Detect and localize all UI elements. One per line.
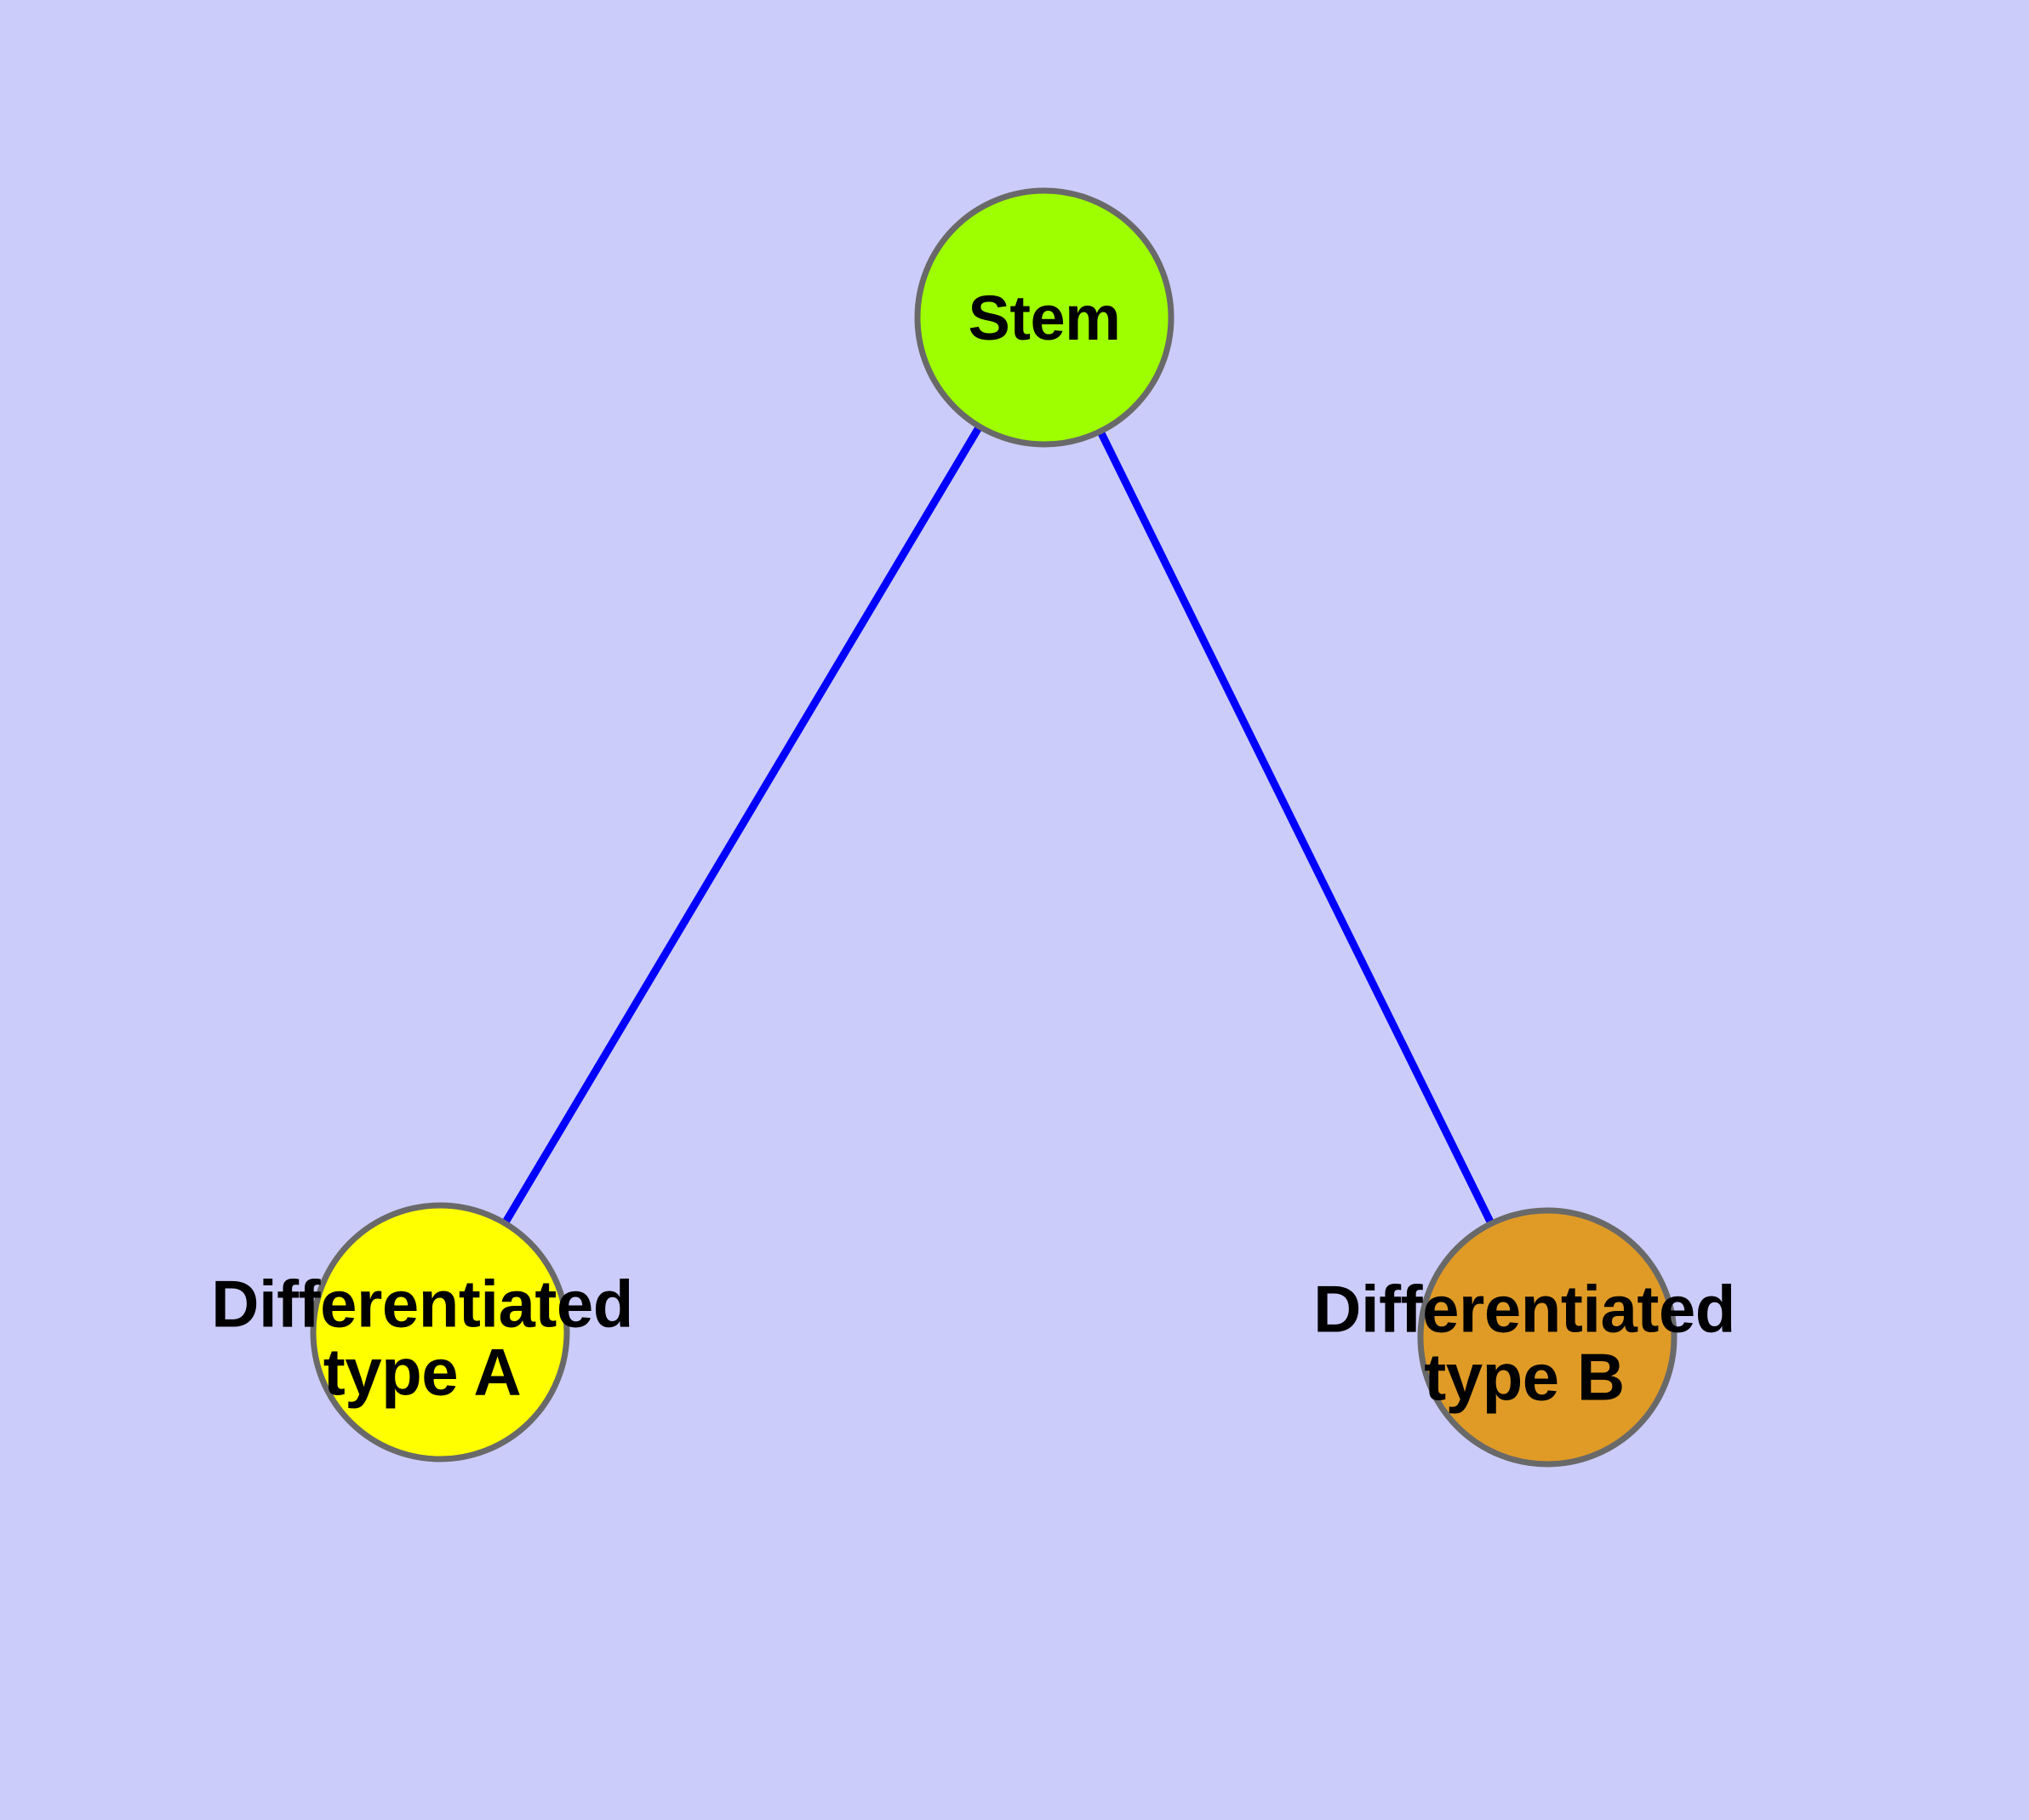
node-differentiated-type-b[interactable]	[1417, 1207, 1677, 1468]
nodes-group	[310, 187, 1677, 1468]
edge-stem-to-differentiated-type-b[interactable]	[1040, 316, 1552, 1339]
node-stem[interactable]	[914, 187, 1175, 448]
edges-group	[437, 315, 1552, 1339]
edge-stem-to-differentiated-type-a[interactable]	[437, 315, 1048, 1335]
node-differentiated-type-a[interactable]	[310, 1202, 570, 1462]
